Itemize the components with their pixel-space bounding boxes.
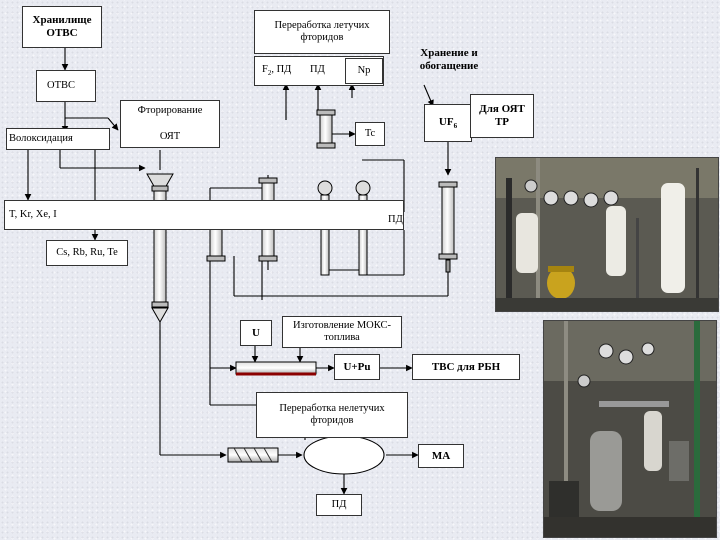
np-label: Np: [357, 64, 371, 76]
storage-otvs-label: Хранилище ОТВС: [32, 14, 92, 39]
pd-mid-label: ПД: [388, 214, 403, 225]
equipment-photo-1: [495, 157, 719, 312]
ma-box: MA: [418, 444, 464, 468]
pd-bottom-box: ПД: [316, 494, 362, 516]
u-label: U: [252, 326, 260, 339]
storage-enrichment-label: Хранение и обогащение: [397, 40, 501, 80]
cs-rb-box: Cs, Rb, Ru, Te: [46, 240, 128, 266]
u-pu-label: U+Pu: [343, 360, 371, 373]
storage-enrichment-text: Хранение и обогащение: [419, 47, 479, 72]
uf6-box: UF6: [424, 104, 472, 142]
otvs-box: ОТВС: [36, 70, 96, 102]
voloxidation-box: Волоксидация: [6, 128, 110, 150]
ma-label: MA: [431, 449, 451, 462]
tc-label: Tc: [364, 127, 376, 139]
volatile-fluorides-label: Переработка летучих фторидов: [274, 19, 370, 43]
pd-top-label: ПД: [310, 64, 325, 75]
gases-label: T, Kr, Xe, I: [9, 208, 57, 220]
nonvolatile-box: Переработка нелетучих фторидов: [256, 392, 408, 438]
nonvolatile-label: Переработка нелетучих фторидов: [279, 402, 385, 426]
mox-label: Изготовление МОКС-топлива: [293, 319, 391, 343]
u-box: U: [240, 320, 272, 346]
equipment-photo-2: [543, 320, 717, 538]
storage-otvs-box: Хранилище ОТВС: [22, 6, 102, 48]
oyat-label: ОЯТ: [159, 130, 181, 142]
fluorination-box: Фторирование ОЯТ: [120, 100, 220, 148]
voloxidation-label: Волоксидация: [9, 132, 73, 144]
gases-box: T, Kr, Xe, I: [4, 200, 404, 230]
for-oyat-tr-label: Для ОЯТ ТР: [479, 103, 525, 128]
np-box: Np: [345, 58, 383, 84]
u-pu-box: U+Pu: [334, 354, 380, 380]
uf6-label: UF6: [438, 115, 458, 131]
tvs-label: ТВС для РБН: [431, 360, 501, 373]
mox-box: Изготовление МОКС-топлива: [282, 316, 402, 348]
volatile-fluorides-box: Переработка летучих фторидов: [254, 10, 390, 54]
tc-box: Tc: [355, 122, 385, 146]
f2-pd-label: F2, ПД: [262, 64, 292, 78]
fluorination-label: Фторирование: [137, 105, 203, 116]
cs-rb-label: Cs, Rb, Ru, Te: [56, 246, 118, 258]
otvs-label: ОТВС: [47, 79, 76, 91]
tvs-box: ТВС для РБН: [412, 354, 520, 380]
for-oyat-tr-box: Для ОЯТ ТР: [470, 94, 534, 138]
pd-bottom-label: ПД: [331, 498, 347, 510]
